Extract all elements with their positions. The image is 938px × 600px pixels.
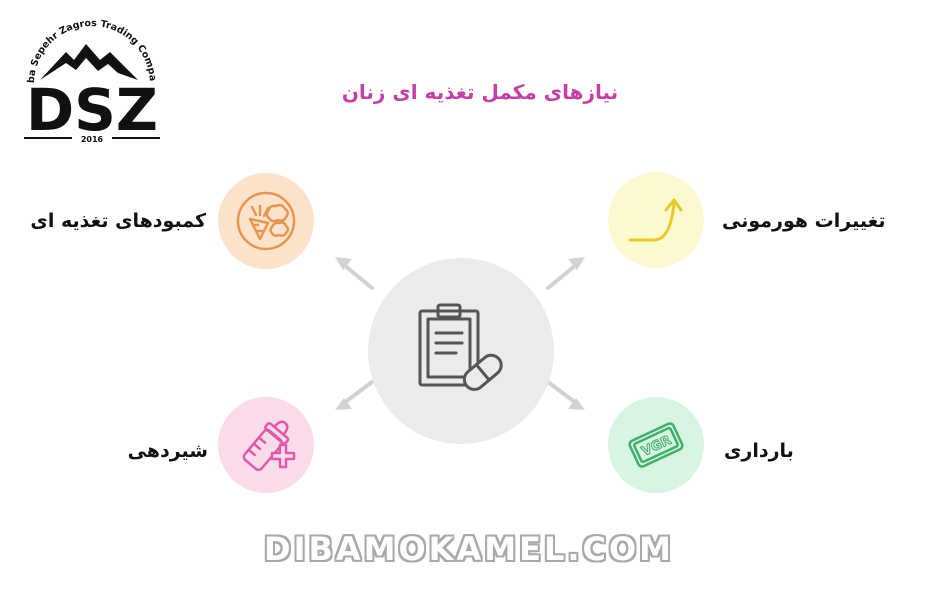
pregnancy-test-icon: VGR [628,422,684,468]
breastfeeding-label: شیردهی [127,440,208,462]
site-watermark: DIBAMOKAMEL.COM [264,530,675,568]
nutritional-deficiency-circle [218,173,314,269]
center-circle [368,258,554,444]
pregnancy-circle: VGR [608,397,704,493]
hormonal-changes-label: تغییرات هورمونی [722,210,886,232]
vegetables-plate-icon [236,191,296,251]
hormonal-changes-circle [608,172,704,268]
breastfeeding-circle [218,397,314,493]
dsz-logo: Diba Sepehr Zagros Trading Company DSZ 2… [18,18,160,144]
logo-letters: DSZ [26,76,158,144]
mountain-icon [40,44,138,80]
pregnancy-label: بارداری [724,440,794,462]
baby-bottle-icon [242,420,296,472]
clipboard-pill-icon [418,303,503,391]
logo-year: 2016 [81,135,104,144]
page-title: نیازهای مکمل تغذیه ای زنان [341,80,619,104]
nutritional-deficiency-label: کمبودهای تغذیه ای [30,210,206,232]
rising-curve-icon [628,198,683,242]
